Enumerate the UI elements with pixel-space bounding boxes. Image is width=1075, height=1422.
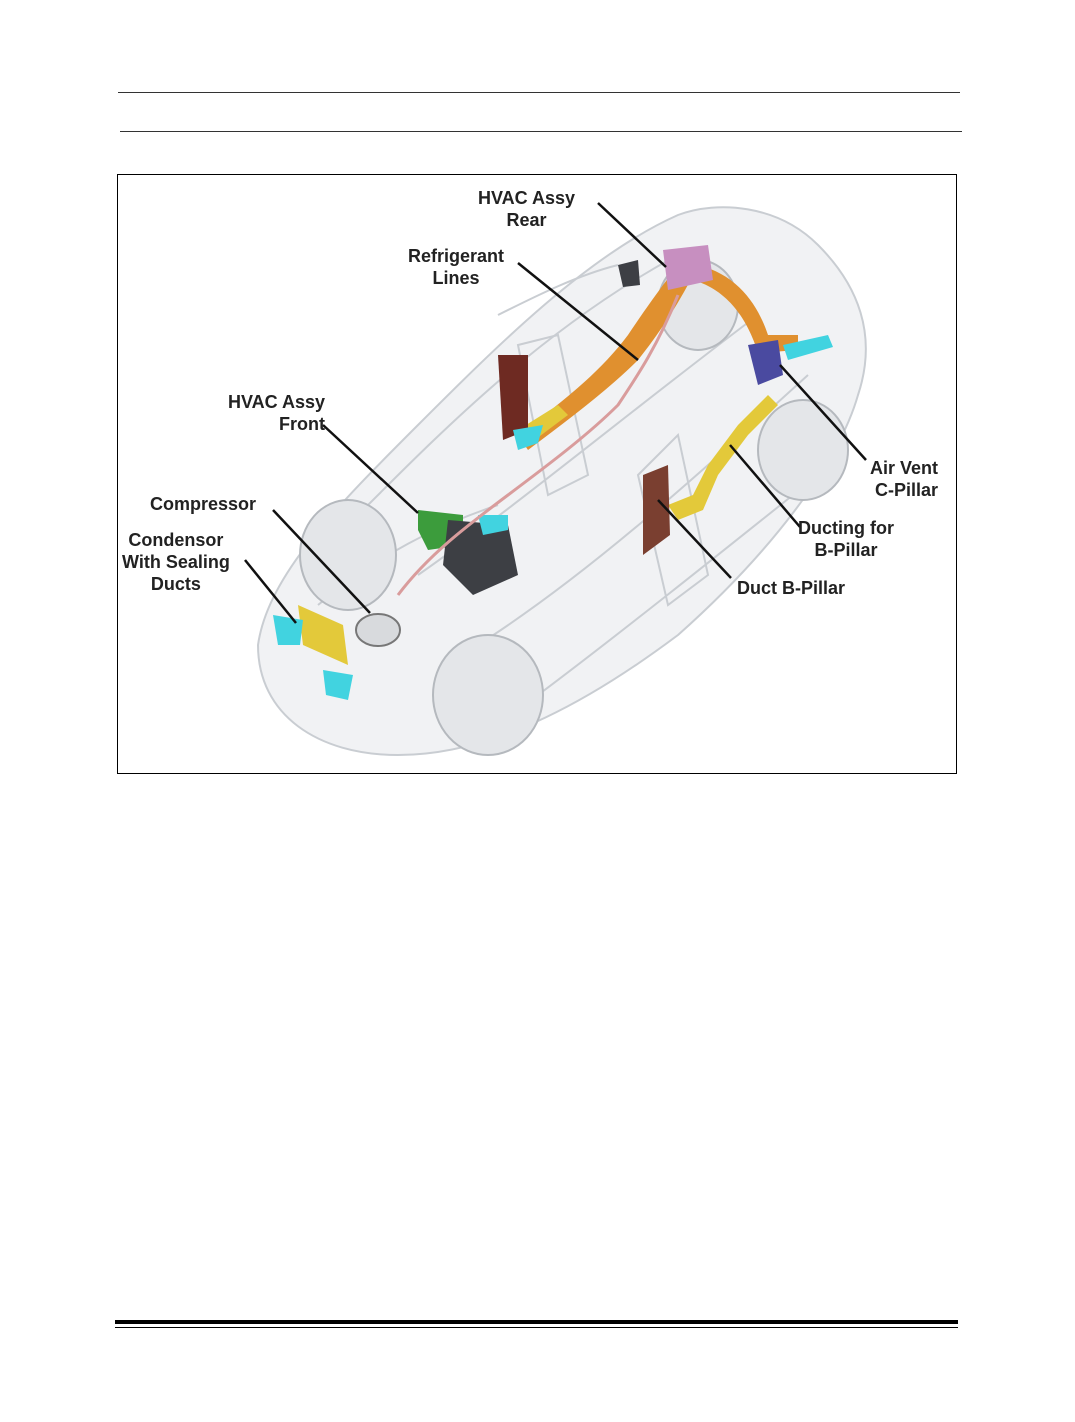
label-duct-b-pillar: Duct B-Pillar [737, 578, 846, 598]
hvac-components [273, 245, 833, 700]
label-compressor: Compressor [150, 494, 257, 514]
maroon-panel-left [498, 355, 528, 440]
header-rule-bottom [120, 131, 962, 132]
label-ducting-b-pillar: Ducting for B-Pillar [798, 518, 894, 560]
duct-b-pillar-panel [643, 465, 670, 555]
label-hvac-assy-rear: HVAC Assy Rear [478, 188, 576, 230]
footer-rule-thin [115, 1327, 958, 1328]
navy-vent-c-pillar [748, 340, 783, 385]
hvac-rear-dark [618, 260, 640, 287]
wheel-front-left [299, 499, 397, 611]
cyan-vent-c-pillar [783, 335, 833, 360]
cyan-elbow-rear-left [513, 425, 543, 450]
label-condensor: Condensor With Sealing Ducts [122, 530, 230, 594]
hvac-front-module [443, 520, 518, 595]
condensor-cyan-left [273, 615, 303, 645]
refrigerant-line [396, 294, 680, 596]
hvac-rear-module [663, 245, 713, 290]
label-air-vent-c-pillar: Air Vent C-Pillar [870, 458, 939, 500]
label-refrigerant-lines: Refrigerant Lines [408, 246, 505, 288]
header-rule-top [118, 92, 960, 93]
hvac-figure: HVAC Assy Rear Refrigerant Lines HVAC As… [117, 174, 957, 774]
footer-rule-thick [115, 1320, 958, 1324]
orange-duct-rear-right [693, 265, 798, 353]
hvac-front-cyan [478, 515, 508, 535]
leader-lines [244, 202, 867, 624]
leader-ducting-b [729, 444, 801, 528]
wheel-rear-right [757, 399, 849, 501]
leader-hvac-rear [597, 202, 667, 268]
vehicle-illustration [244, 202, 867, 757]
wheel-front-right [432, 634, 544, 756]
orange-duct-rear [518, 265, 693, 450]
leader-compressor [272, 509, 371, 614]
leader-condensor [244, 559, 297, 624]
yellow-duct-b-pillar [668, 395, 778, 520]
leader-duct-b [657, 499, 732, 579]
compressor-body [355, 613, 401, 647]
condensor-yellow [298, 605, 348, 665]
leader-air-vent [779, 364, 867, 461]
leader-hvac-front [322, 424, 419, 514]
label-hvac-assy-front: HVAC Assy Front [228, 392, 326, 434]
leader-refrigerant [517, 262, 639, 361]
condensor-cyan-right [323, 670, 353, 700]
